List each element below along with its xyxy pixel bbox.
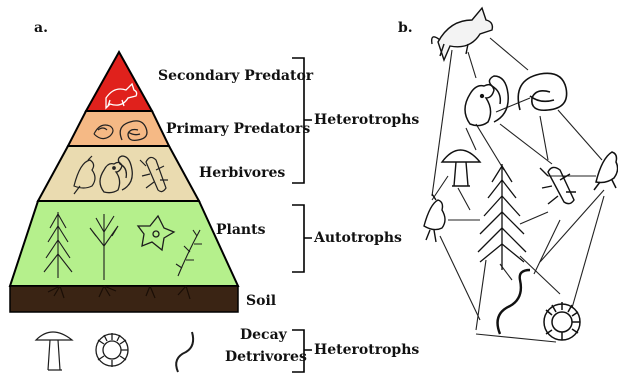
- worm-icon: [498, 270, 530, 334]
- brackets: [292, 58, 312, 372]
- group-autotrophs: Autotrophs: [314, 230, 402, 246]
- frog-icon: [594, 152, 618, 190]
- level-secondary-predator: Secondary Predator: [158, 68, 313, 84]
- mushroom-icon: [36, 332, 72, 370]
- bird-icon: [424, 194, 445, 242]
- level-plants: Plants: [216, 222, 265, 238]
- trophic-pyramid: [10, 52, 238, 372]
- pine-tree-icon: [478, 164, 526, 270]
- tier-soil: [10, 286, 238, 312]
- tier-primary-predators: [68, 111, 169, 146]
- level-soil: Soil: [246, 293, 276, 309]
- mushroom-icon: [442, 150, 480, 186]
- level-detrivores: Detrivores: [225, 349, 307, 365]
- food-web: [424, 8, 618, 342]
- millipede-icon: [544, 302, 580, 340]
- fox-icon: [432, 8, 493, 60]
- group-heterotrophs-upper: Heterotrophs: [314, 112, 419, 128]
- squirrel-icon: [465, 76, 508, 126]
- panel-label-a: a.: [34, 20, 48, 36]
- bracket-autotrophs: [292, 205, 312, 272]
- tier-secondary-predator: [86, 52, 152, 111]
- beetle-icon: [540, 167, 576, 204]
- tier-herbivores: [38, 146, 199, 201]
- group-heterotrophs-lower: Heterotrophs: [314, 342, 419, 358]
- snake-icon: [518, 73, 566, 110]
- level-herbivores: Herbivores: [199, 165, 285, 181]
- tier-plants: [10, 201, 238, 286]
- level-decay: Decay: [240, 327, 287, 343]
- millipede-icon: [96, 333, 128, 367]
- worm-icon: [176, 332, 193, 372]
- panel-label-b: b.: [398, 20, 413, 36]
- level-primary-predators: Primary Predators: [166, 121, 310, 137]
